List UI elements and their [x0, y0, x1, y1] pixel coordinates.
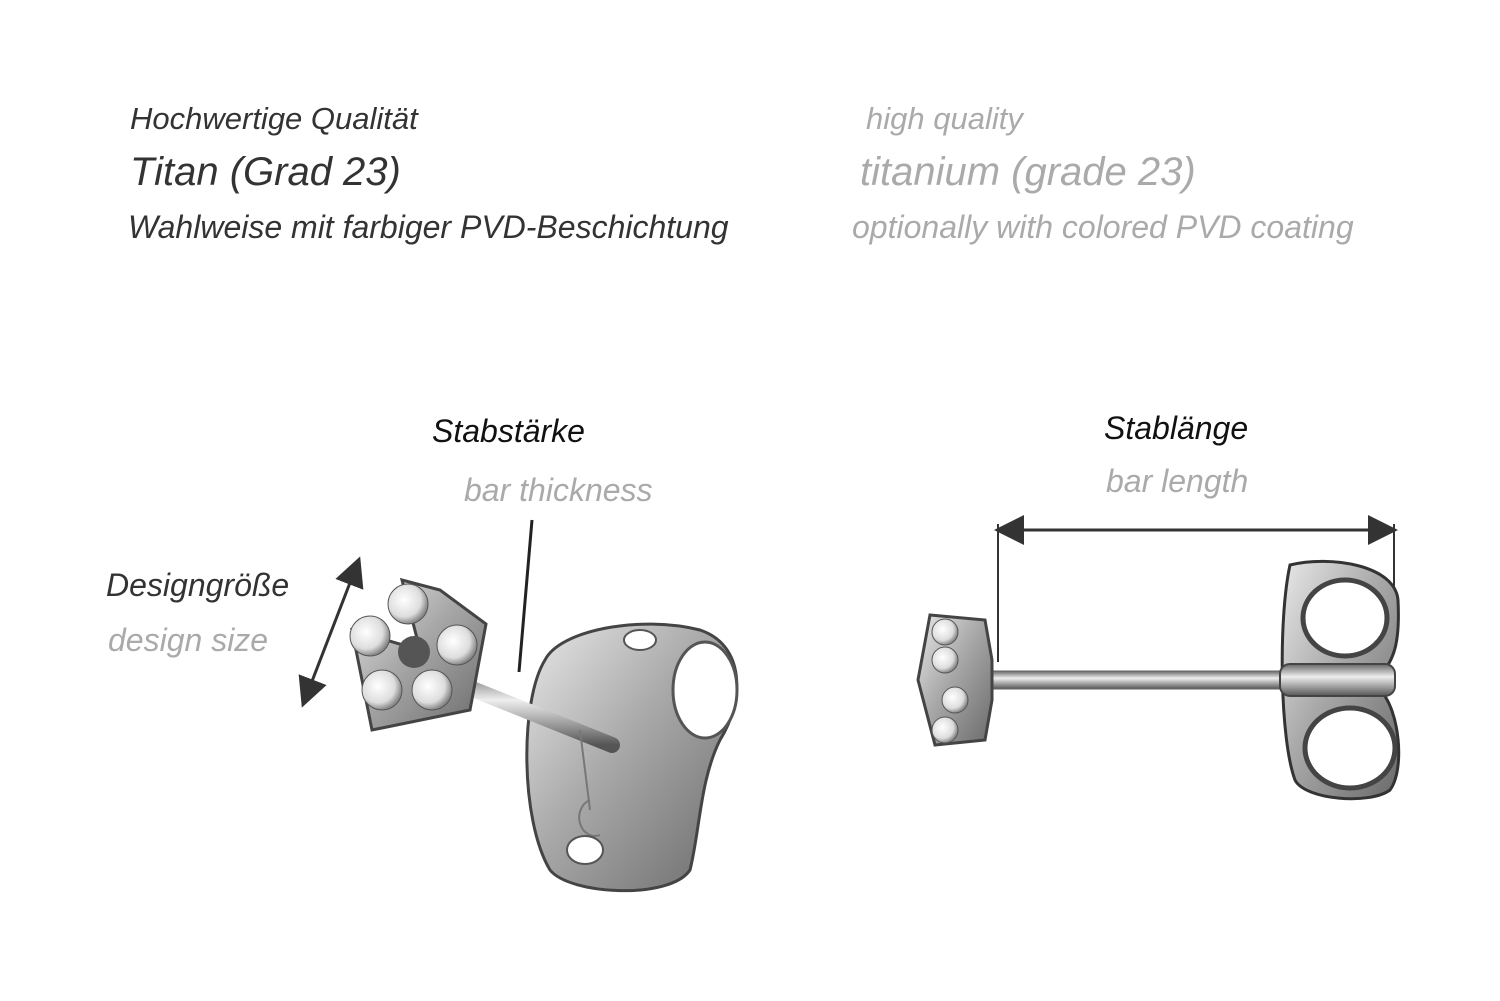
feature-coating-de: Wahlweise mit farbiger PVD-Beschichtung	[128, 209, 729, 245]
bar-thickness-pointer	[517, 519, 534, 673]
design-size-arrow	[298, 556, 364, 708]
bar-thickness-label-de: Stabstärke	[432, 413, 585, 449]
feature-quality-en: high quality	[866, 101, 1023, 136]
feature-material-de: Titan (Grad 23)	[130, 150, 401, 194]
right-earring	[916, 559, 1401, 801]
feature-material-en: titanium (grade 23)	[860, 150, 1196, 194]
bar-length-label-de: Stablänge	[1104, 410, 1249, 446]
feature-quality-de: Hochwertige Qualität	[130, 101, 418, 136]
design-size-label-de: Designgröße	[106, 567, 290, 603]
design-size-label-en: design size	[108, 622, 269, 658]
feature-coating-en: optionally with colored PVD coating	[852, 209, 1354, 245]
left-earring	[349, 577, 739, 893]
bar-thickness-label-en: bar thickness	[464, 472, 653, 508]
bar-length-label-en: bar length	[1106, 463, 1249, 499]
